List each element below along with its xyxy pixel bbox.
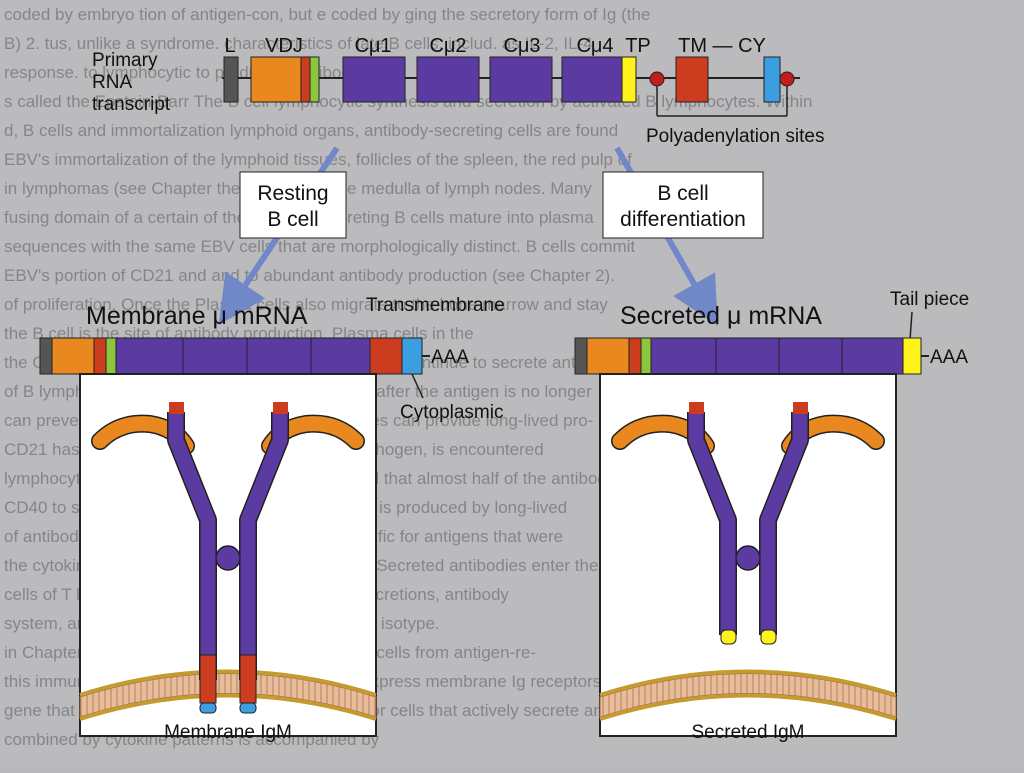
secreted-left-heavy-chain (688, 412, 736, 635)
membrane-igm-label: Membrane IgM (164, 722, 292, 743)
background-text-line: of proliferation. Once the Plasma cells … (4, 295, 608, 314)
segment-label-TP: TP (625, 35, 651, 57)
cytoplasmic-tail-right (239, 702, 257, 714)
background-text-line: EBV's portion of CD21 and and to abundan… (4, 266, 615, 285)
c2-exon (416, 56, 480, 103)
segment-label-c4: Cμ4 (576, 35, 613, 57)
polyadenylation-site-2 (779, 71, 795, 87)
background-text-line: EBV's immortalization of the lymphoid ti… (4, 150, 632, 169)
primary-transcript: Primary RNA transcript L VDJ Cμ1 Cμ2 Cμ3… (92, 35, 825, 147)
segment-label-TM-CY: TM — CY (678, 35, 766, 57)
tailpiece-segment (621, 56, 637, 103)
secreted-tailpiece-left (720, 629, 737, 645)
secreted-tailpiece-right (760, 629, 777, 645)
tailpiece-label: Tail piece (890, 289, 969, 310)
background-text-line: response. to lymphocytic to produce a an… (4, 63, 396, 82)
cy-exon (763, 56, 781, 103)
segment-label-c3: Cμ3 (503, 35, 540, 57)
transcript-label-line2: RNA (92, 72, 132, 93)
tm-exon (675, 56, 709, 103)
secreted-igm-label: Secreted IgM (692, 722, 805, 743)
secreted-right-heavy-chain (760, 412, 808, 635)
pathways: Resting B cell B cell differentiation (218, 146, 764, 326)
background-text-line: B) 2. tus, unlike a syndrome. characteri… (4, 34, 593, 53)
membrane-mrna: Membrane μ mRNA Transmembrane AAA Cytopl… (39, 295, 505, 423)
transcript-label-line1: Primary (92, 50, 158, 71)
secreted-constant-exons (650, 337, 904, 375)
tailpiece-exon (902, 337, 922, 375)
transmembrane-domain-right (239, 654, 257, 704)
segment-label-c2: Cμ2 (429, 35, 466, 57)
secreted-mrna: Secreted μ mRNA Tail piece AAA (574, 289, 969, 375)
secreted-mrna-title: Secreted μ mRNA (620, 302, 822, 330)
c1-exon (342, 56, 406, 103)
right-heavy-chain (240, 412, 288, 680)
membrane-igm-panel: Membrane IgM (79, 373, 377, 743)
background-text-line: sequences with the same EBV cells that a… (4, 237, 635, 256)
membrane-polya-label: AAA (431, 347, 469, 368)
left-heavy-chain (168, 412, 216, 680)
cytoplasmic-tail-left (199, 702, 217, 714)
resting-label-line1: Resting (257, 182, 328, 205)
resting-label-line2: B cell (267, 208, 318, 231)
c4-exon (561, 56, 623, 103)
polyadenylation-site-1 (649, 71, 665, 87)
segment-label-c1: Cμ1 (354, 35, 391, 57)
cytoplasmic-exon (401, 337, 423, 375)
vdj-segment (250, 56, 302, 103)
resting-label-box (239, 171, 347, 239)
differentiation-label-line1: B cell (657, 182, 708, 205)
leader-segment (223, 56, 239, 103)
segment-label-VDJ: VDJ (265, 35, 303, 57)
transmembrane-exon (369, 337, 403, 375)
secreted-igm-panel: Secreted IgM (599, 373, 897, 743)
differentiation-label-line2: differentiation (620, 208, 746, 231)
transmembrane-label: Transmembrane (366, 295, 505, 316)
transmembrane-domain-left (199, 654, 217, 704)
background-text-line: d, B cells and immortalization lymphoid … (4, 121, 618, 140)
segment-label-L: L (224, 35, 235, 57)
background-text-line: coded by embryo tion of antigen-con, but… (4, 5, 650, 24)
membrane-constant-exons (115, 337, 371, 375)
polyadenylation-label: Polyadenylation sites (646, 126, 825, 147)
c3-exon (489, 56, 553, 103)
cytoplasmic-label: Cytoplasmic (400, 402, 503, 423)
transcript-label-line3: transcript (92, 94, 171, 115)
secreted-polya-label: AAA (930, 347, 968, 368)
differentiation-label-box (602, 171, 764, 239)
membrane-mrna-title: Membrane μ mRNA (86, 302, 308, 330)
